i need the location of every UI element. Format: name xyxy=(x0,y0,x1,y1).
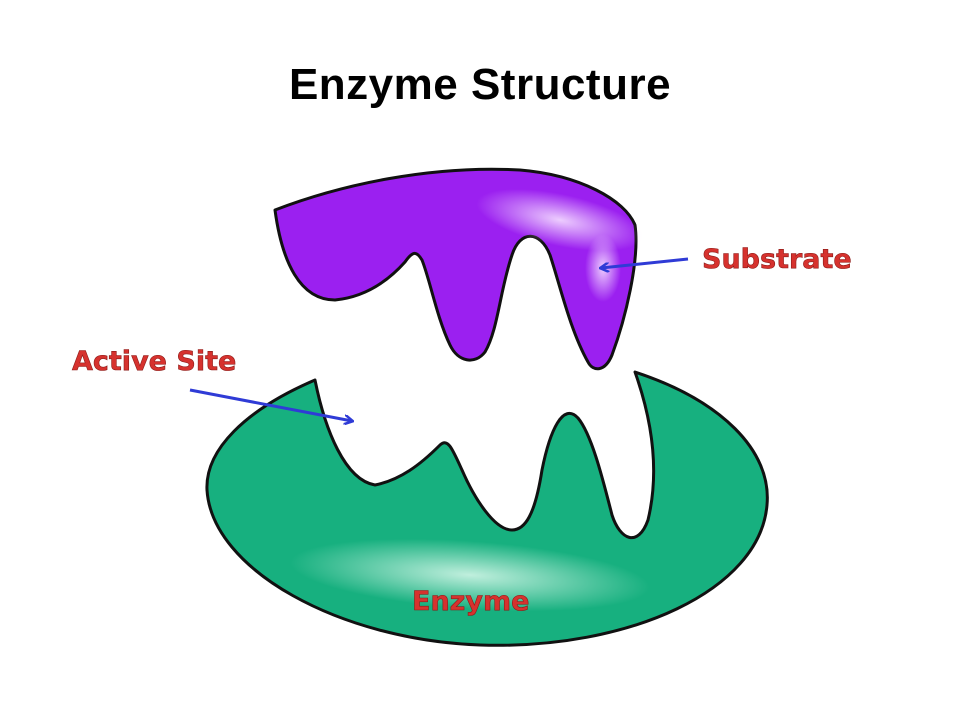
substrate-label: Substrate xyxy=(702,244,852,275)
slide-title: Enzyme Structure xyxy=(288,60,672,109)
active-site-label: Active Site xyxy=(72,346,236,377)
substrate-shape xyxy=(273,167,644,371)
active-site-arrow xyxy=(189,388,352,421)
substrate-arrow xyxy=(601,257,689,268)
enzyme-label: Enzyme xyxy=(412,586,529,617)
enzyme-shape xyxy=(205,370,769,647)
